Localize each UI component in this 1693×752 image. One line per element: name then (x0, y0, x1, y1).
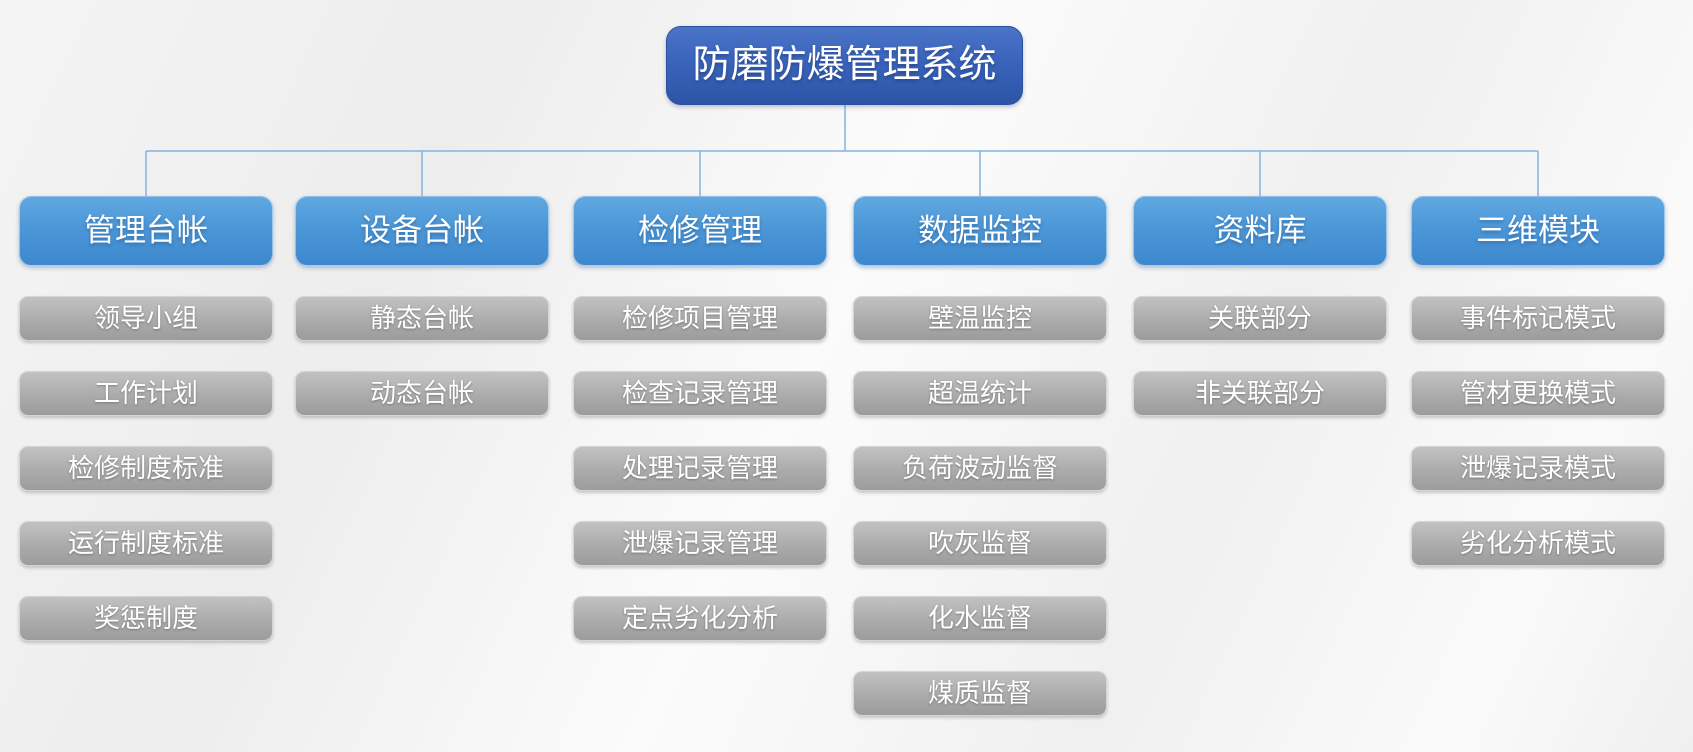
leaf-node: 奖惩制度 (19, 596, 273, 641)
column-3d-module: 三维模块 事件标记模式 管材更换模式 泄爆记录模式 劣化分析模式 (1411, 196, 1665, 566)
branch-data-monitoring: 数据监控 (853, 196, 1107, 266)
leaf-node: 负荷波动监督 (853, 446, 1107, 491)
branch-equipment-ledger: 设备台帐 (295, 196, 549, 266)
leaf-node: 泄爆记录管理 (573, 521, 827, 566)
branch-repository: 资料库 (1133, 196, 1387, 266)
leaf-node: 处理记录管理 (573, 446, 827, 491)
leaf-node: 领导小组 (19, 296, 273, 341)
leaf-node: 运行制度标准 (19, 521, 273, 566)
branch-maintenance-management: 检修管理 (573, 196, 827, 266)
leaf-node: 检查记录管理 (573, 371, 827, 416)
column-equipment-ledger: 设备台帐 静态台帐 动态台帐 (295, 196, 549, 416)
leaf-node: 吹灰监督 (853, 521, 1107, 566)
root-node-system-title: 防磨防爆管理系统 (666, 26, 1023, 105)
leaf-node: 壁温监控 (853, 296, 1107, 341)
leaf-node: 非关联部分 (1133, 371, 1387, 416)
leaf-node: 管材更换模式 (1411, 371, 1665, 416)
column-repository: 资料库 关联部分 非关联部分 (1133, 196, 1387, 416)
leaf-node: 检修制度标准 (19, 446, 273, 491)
leaf-node: 定点劣化分析 (573, 596, 827, 641)
column-maintenance-management: 检修管理 检修项目管理 检查记录管理 处理记录管理 泄爆记录管理 定点劣化分析 (573, 196, 827, 641)
leaf-node: 检修项目管理 (573, 296, 827, 341)
leaf-node: 劣化分析模式 (1411, 521, 1665, 566)
leaf-node: 静态台帐 (295, 296, 549, 341)
leaf-node: 动态台帐 (295, 371, 549, 416)
branch-management-ledger: 管理台帐 (19, 196, 273, 266)
leaf-node: 事件标记模式 (1411, 296, 1665, 341)
leaf-node: 关联部分 (1133, 296, 1387, 341)
leaf-node: 煤质监督 (853, 671, 1107, 716)
leaf-node: 超温统计 (853, 371, 1107, 416)
branch-3d-module: 三维模块 (1411, 196, 1665, 266)
leaf-node: 泄爆记录模式 (1411, 446, 1665, 491)
leaf-node: 工作计划 (19, 371, 273, 416)
leaf-node: 化水监督 (853, 596, 1107, 641)
column-data-monitoring: 数据监控 壁温监控 超温统计 负荷波动监督 吹灰监督 化水监督 煤质监督 (853, 196, 1107, 716)
column-management-ledger: 管理台帐 领导小组 工作计划 检修制度标准 运行制度标准 奖惩制度 (19, 196, 273, 641)
